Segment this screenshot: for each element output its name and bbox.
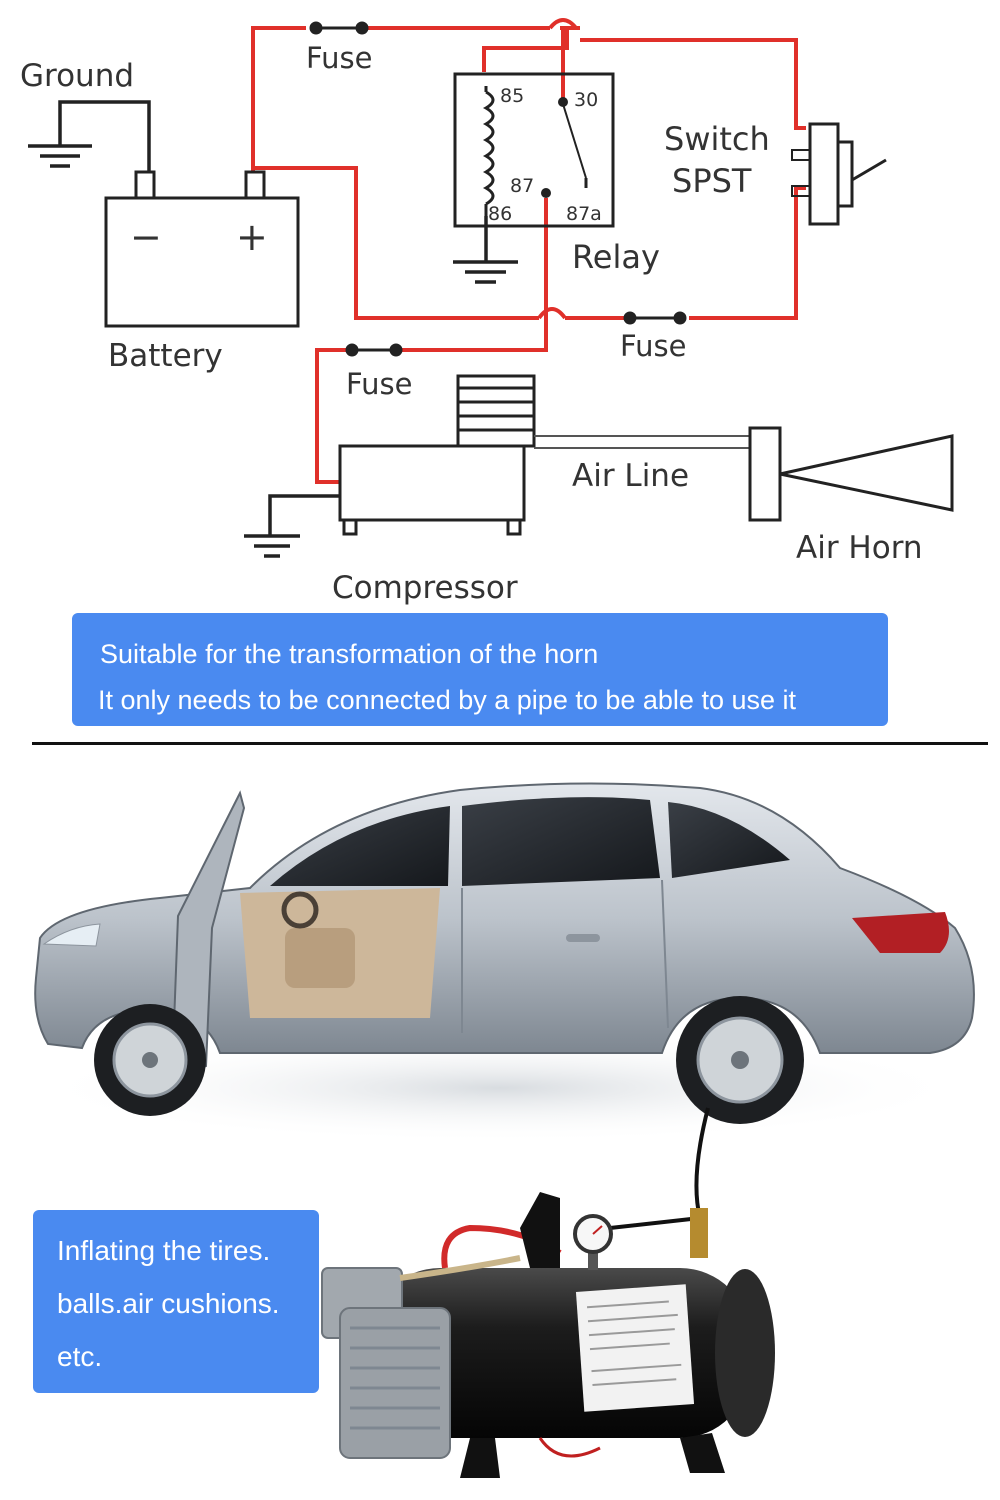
ground-label: Ground <box>20 58 134 94</box>
relay-pin-85: 85 <box>500 85 524 107</box>
battery-minus-label: − <box>130 215 162 259</box>
pressure-gauge-icon <box>573 1214 613 1270</box>
uses-callout-line1: Inflating the tires. <box>57 1235 271 1266</box>
section-divider <box>32 742 988 745</box>
uses-callout-line3: etc. <box>57 1341 103 1372</box>
power-wires <box>251 18 806 484</box>
relay-pin-87: 87 <box>510 175 534 197</box>
uses-callout-line2: balls.air cushions. <box>57 1288 280 1319</box>
switch-icon <box>791 122 887 226</box>
relay-pin-86: 86 <box>488 203 512 225</box>
fuse-top-label: Fuse <box>306 41 372 75</box>
relay-icon <box>453 72 615 228</box>
ground-wires <box>28 100 518 558</box>
relay-pin-30: 30 <box>574 89 598 111</box>
product-photo <box>30 782 975 1478</box>
relay-pin-87a: 87a <box>566 203 602 225</box>
switch-type-label: SPST <box>672 162 752 200</box>
fuse-icon <box>623 311 687 325</box>
uses-callout: Inflating the tires. balls.air cushions.… <box>33 1210 319 1393</box>
fuse-left-label: Fuse <box>346 367 412 401</box>
air-horn-label: Air Horn <box>796 530 923 566</box>
switch-label: Switch <box>664 120 770 158</box>
air-line <box>534 435 750 449</box>
front-wheel-icon <box>94 1004 206 1116</box>
rear-wheel-icon <box>676 996 804 1124</box>
fuse-icon <box>309 21 369 35</box>
horn-callout: Suitable for the transformation of the h… <box>72 613 888 726</box>
car-icon <box>34 782 975 1124</box>
horn-callout-line2: It only needs to be connected by a pipe … <box>98 685 796 715</box>
horn-callout-line1: Suitable for the transformation of the h… <box>100 639 599 669</box>
relay-label: Relay <box>572 238 660 276</box>
fuse-icon <box>345 343 403 357</box>
air-line-label: Air Line <box>572 458 689 494</box>
wiring-diagram: Ground − + Battery Fuse Fuse Fuse 85 30 … <box>20 18 954 606</box>
battery-icon <box>104 170 300 328</box>
relay-pin-30-dot <box>558 97 568 107</box>
air-compressor-icon <box>321 1192 775 1478</box>
battery-label: Battery <box>108 338 223 374</box>
compressor-icon <box>338 374 536 536</box>
fuse-right-label: Fuse <box>620 329 686 363</box>
relay-pin-87-dot <box>541 188 551 198</box>
air-horn-icon <box>748 426 954 522</box>
compressor-label: Compressor <box>332 570 518 606</box>
battery-plus-label: + <box>236 215 268 259</box>
